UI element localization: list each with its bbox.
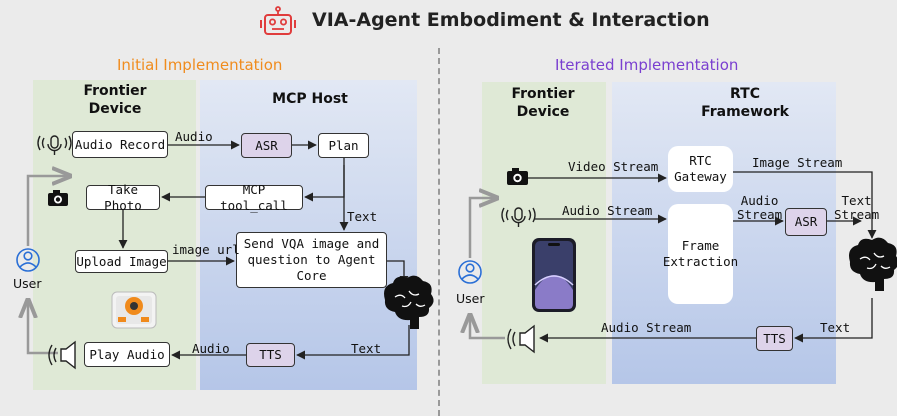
play-audio-box: Play Audio	[84, 342, 170, 367]
left-microphone-icon	[37, 135, 72, 155]
edge-label-video-stream: Video Stream	[568, 159, 659, 174]
frame-extraction-box: Frame Extraction	[663, 204, 738, 304]
left-speaker-icon	[48, 340, 76, 370]
left-device-label: Frontier Device	[60, 82, 170, 118]
right-device-label: Frontier Device	[488, 85, 598, 121]
right-user-loop	[470, 198, 505, 340]
edge-label-audio: Audio	[175, 129, 213, 144]
left-user-icon	[16, 248, 40, 272]
edge-label-text-brain: Text	[351, 341, 382, 356]
smartphone-image	[532, 238, 576, 312]
left-connectors	[118, 140, 410, 360]
plan-box: Plan	[318, 133, 369, 158]
robot-icon	[260, 6, 296, 40]
right-user-label: User	[456, 291, 485, 306]
left-host-label: MCP Host	[272, 91, 348, 107]
edge-label-audio-tts: Audio	[192, 341, 230, 356]
right-asr-box: ASR	[785, 208, 827, 236]
right-tts-box: TTS	[756, 326, 793, 351]
left-camera-icon	[48, 190, 68, 206]
edge-label-image-stream: Image Stream	[752, 155, 843, 170]
edge-label-audio-stream-asr-text: Audio Stream	[737, 193, 783, 222]
page-title: VIA-Agent Embodiment & Interaction	[312, 9, 710, 31]
edge-label-image-url: image url	[172, 242, 240, 257]
right-speaker-icon	[507, 324, 535, 354]
device-hardware-image	[111, 291, 157, 329]
edge-label-audio-stream-in: Audio Stream	[562, 203, 653, 218]
right-device-label-text: Frontier Device	[511, 86, 575, 120]
left-tts-box: TTS	[246, 343, 295, 367]
left-brain-icon	[384, 275, 434, 329]
left-user-loop	[28, 176, 70, 355]
right-user-icon	[458, 260, 482, 284]
right-brain-icon	[849, 237, 897, 291]
rtc-gateway-text: RTC Gateway	[674, 153, 727, 184]
mcp-tool-call-box: MCP tool_call	[205, 182, 303, 213]
audio-record-box: Audio Record	[72, 131, 168, 158]
right-camera-icon	[507, 168, 528, 185]
send-vqa-box: Send VQA image and question to Agent Cor…	[236, 232, 387, 288]
edge-label-audio-stream-asr: Audio Stream	[737, 194, 782, 222]
right-framework-label-text: RTC Framework	[701, 86, 789, 120]
upload-image-box: Upload Image	[75, 250, 168, 273]
left-asr-box: ASR	[241, 133, 292, 158]
left-device-label-text: Frontier Device	[83, 83, 147, 117]
left-user-label: User	[13, 276, 42, 291]
edge-label-text-tts: Text	[820, 320, 851, 335]
frame-extraction-text: Frame Extraction	[662, 238, 739, 269]
section-divider	[438, 48, 440, 416]
right-framework-label: RTC Framework	[690, 85, 800, 121]
edge-label-text-stream: Text Stream	[834, 194, 879, 222]
rtc-gateway-box: RTC Gateway	[668, 146, 733, 192]
edge-label-text-plan: Text	[347, 209, 378, 224]
edge-label-text-stream-text: Text Stream	[834, 193, 880, 222]
right-microphone-icon	[501, 207, 536, 227]
right-heading: Iterated Implementation	[555, 56, 739, 74]
right-connectors	[528, 171, 877, 343]
take-photo-box: Take Photo	[86, 182, 160, 213]
left-heading: Initial Implementation	[117, 56, 283, 74]
edge-label-audio-stream-out: Audio Stream	[601, 320, 692, 335]
